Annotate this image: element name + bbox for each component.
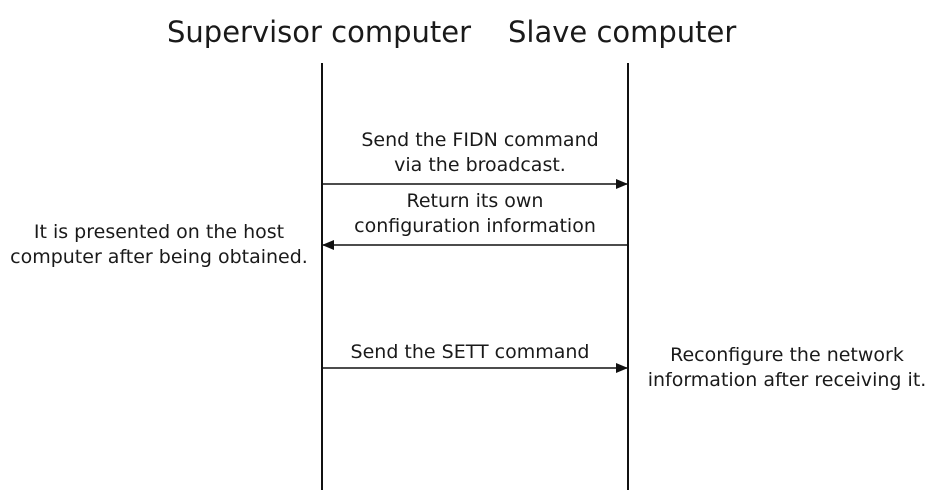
message-return-line1: Return its own — [406, 190, 544, 212]
message-sett-line1: Send the SETT command — [350, 341, 590, 363]
note-host-line1: It is presented on the host — [33, 221, 285, 243]
lifeline-slave — [627, 63, 629, 490]
message-return-label: Return its own configuration information — [325, 189, 625, 239]
note-host-presented: It is presented on the host computer aft… — [0, 220, 318, 270]
note-host-line2: computer after being obtained. — [10, 246, 308, 268]
message-return-line2: configuration information — [354, 215, 596, 237]
note-reconfigure-network: Reconfigure the network information afte… — [634, 343, 940, 393]
message-sett-label: Send the SETT command — [330, 340, 610, 365]
message-fidn-label: Send the FIDN command via the broadcast. — [340, 128, 620, 178]
message-fidn-line1: Send the FIDN command — [361, 129, 599, 151]
message-fidn-line2: via the broadcast. — [394, 154, 566, 176]
actor-supervisor-computer: Supervisor computer — [167, 15, 472, 49]
actor-slave-computer: Slave computer — [508, 15, 737, 49]
lifeline-supervisor — [321, 63, 323, 490]
note-reconfigure-line1: Reconfigure the network — [670, 344, 904, 366]
note-reconfigure-line2: information after receiving it. — [647, 369, 927, 391]
